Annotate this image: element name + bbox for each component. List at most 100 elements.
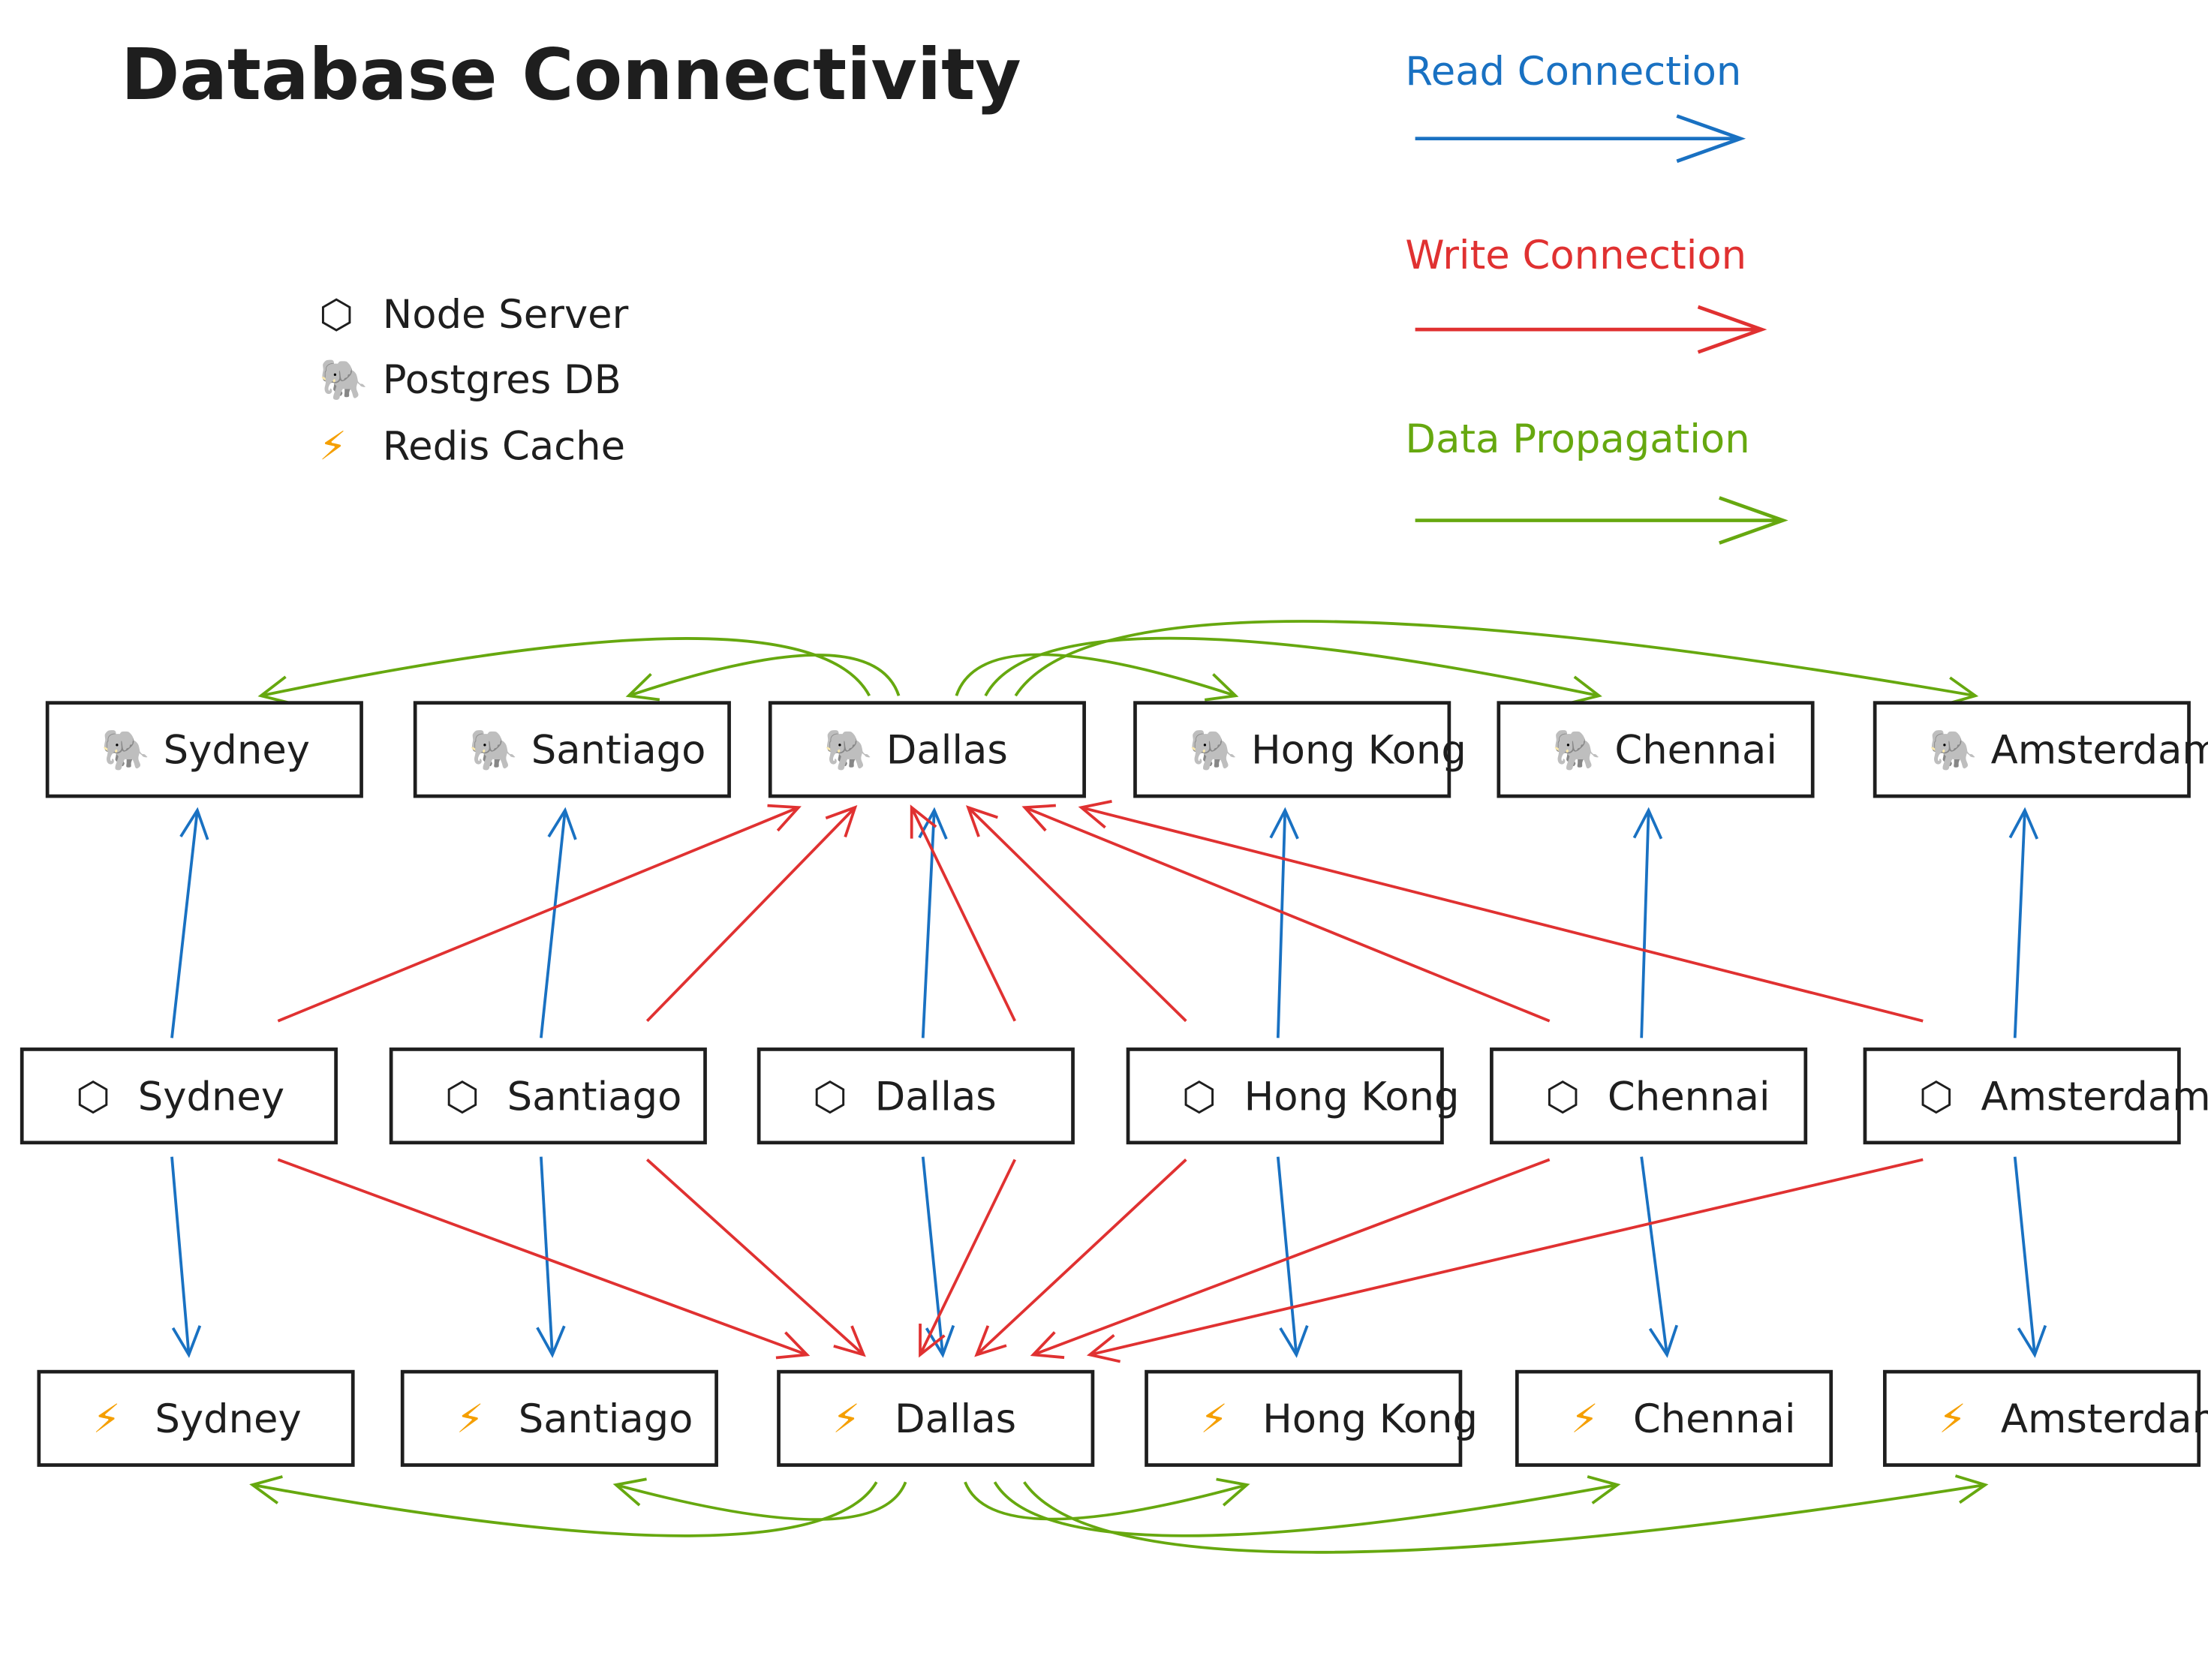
box-label: Amsterdam [2001, 1396, 2208, 1442]
read-arrow-amsterdam-to-cache-amsterdam [2013, 1156, 2047, 1358]
hexagon-icon: ⬡ [1919, 1074, 1954, 1119]
cache-box-amsterdam[interactable]: ⚡Amsterdam [1882, 1369, 2208, 1467]
write-arrow-amsterdam-to-cache-dallas [1086, 1158, 1924, 1363]
arrow-line [277, 806, 799, 1023]
arrow-head [1269, 807, 1299, 840]
arrow-head [974, 1325, 1007, 1357]
arrow-line [1033, 1158, 1551, 1357]
box-label: Santiago [519, 1396, 693, 1442]
server-boxes: 🐘Sydney🐘Santiago🐘Dallas🐘Hong Kong🐘Chenna… [20, 701, 2208, 1467]
arrow-line [277, 1158, 808, 1357]
cache-box-santiago[interactable]: ⚡Santiago [400, 1369, 718, 1467]
arrow-head [825, 805, 858, 838]
arrow-line [910, 807, 1016, 1022]
node-box-dallas[interactable]: ⬡Dallas [757, 1047, 1075, 1145]
arrow-head [1632, 807, 1663, 840]
elephant-icon: 🐘 [1189, 728, 1238, 774]
arrow-head [625, 672, 660, 702]
node-box-amsterdam[interactable]: ⬡ Amsterdam [1863, 1047, 2208, 1145]
cache-box-sydney[interactable]: ⚡Sydney [37, 1369, 355, 1467]
db-box-dallas[interactable]: 🐘Dallas [768, 701, 1086, 798]
write-arrow-dallas-to-db-dallas [910, 804, 1016, 1022]
box-frame [1490, 1047, 1808, 1145]
legend-read-label: Read Connection [1405, 49, 1741, 95]
db-box-chennai[interactable]: 🐘Chennai [1497, 701, 1815, 798]
arrow-line [2013, 810, 2026, 1038]
node-box-sydney[interactable]: ⬡Sydney [20, 1047, 338, 1145]
node-box-hong-kong[interactable]: ⬡ Hong Kong [1126, 1047, 1460, 1145]
cache-box-dallas[interactable]: ⚡Dallas [777, 1369, 1095, 1467]
box-frame [1873, 701, 2191, 798]
write-arrow-chennai-to-db-dallas [1021, 804, 1551, 1023]
db-box-amsterdam[interactable]: 🐘Amsterdam [1873, 701, 2208, 798]
write-arrow-sydney-to-cache-dallas [277, 1158, 811, 1360]
arrow-head [547, 807, 577, 840]
arrow-line [1640, 1156, 1668, 1355]
hexagon-icon: ⬡ [445, 1074, 480, 1119]
arrow-head [1216, 1477, 1250, 1507]
propagation-arrow-dallas-to-cache-amsterdam [1023, 1474, 1989, 1554]
box-frame [1133, 701, 1451, 798]
arrow-line [1089, 1158, 1924, 1357]
legend-write-label: Write Connection [1405, 233, 1746, 278]
cache-box-hong-kong[interactable]: ⚡ Hong Kong [1145, 1369, 1478, 1467]
db-box-sydney[interactable]: 🐘Sydney [45, 701, 363, 798]
box-label: Sydney [155, 1396, 301, 1442]
write-arrow-sydney-to-db-dallas [277, 804, 802, 1023]
arrow-line [260, 637, 871, 698]
db-box-santiago[interactable]: 🐘Santiago [413, 701, 731, 798]
cache-box-chennai[interactable]: ⚡Chennai [1515, 1369, 1833, 1467]
box-frame [37, 1369, 355, 1467]
box-label: Chennai [1614, 728, 1777, 774]
arrow-head [1086, 1333, 1121, 1363]
node-box-santiago[interactable]: ⬡ Santiago [389, 1047, 707, 1145]
arrow-head [965, 805, 998, 837]
page-title: Database Connectivity [121, 35, 1021, 116]
arrow-line [1023, 1481, 1986, 1554]
arrow-head [249, 1475, 283, 1504]
box-frame [1882, 1369, 2201, 1467]
arrow-line [955, 653, 1236, 698]
arrow-head [536, 1325, 566, 1358]
box-frame [777, 1369, 1095, 1467]
write-arrow-hong-kong-to-db-dallas [965, 805, 1187, 1023]
box-label: Amsterdam [1991, 728, 2208, 774]
arrow-head [2008, 807, 2039, 840]
arrow-line [1640, 810, 1650, 1038]
arrow-line [252, 1481, 878, 1537]
node-box-chennai[interactable]: ⬡Chennai [1490, 1047, 1808, 1145]
box-label: Santiago [507, 1074, 682, 1119]
write-arrow-chennai-to-cache-dallas [1030, 1158, 1551, 1360]
box-frame [20, 1047, 338, 1145]
elephant-icon: 🐘 [101, 728, 151, 774]
box-frame [413, 701, 731, 798]
read-arrow-chennai-to-cache-chennai [1640, 1156, 1679, 1358]
write-arrow-santiago-to-cache-dallas [645, 1159, 866, 1357]
arrow-line [1014, 620, 1976, 698]
box-label: Hong Kong [1244, 1074, 1460, 1119]
arrow-head [833, 1325, 866, 1357]
lightning-icon: ⚡ [1200, 1396, 1228, 1442]
arrow-head [918, 807, 948, 840]
box-frame [45, 701, 363, 798]
hexagon-icon: ⬡ [76, 1074, 110, 1119]
icon-legend: ⬡ Node Server 🐘 Postgres DB ⚡ Redis Cach… [319, 292, 629, 469]
arrow-head [1587, 1475, 1621, 1504]
arrow-head [1279, 1325, 1309, 1358]
db-box-hong-kong[interactable]: 🐘Hong Kong [1133, 701, 1466, 798]
arrow-line [170, 810, 199, 1038]
arrow-head [910, 804, 937, 839]
arrow-line [1024, 806, 1551, 1023]
box-frame [757, 1047, 1075, 1145]
hexagon-icon: ⬡ [1182, 1074, 1217, 1119]
read-arrow-amsterdam-to-db-amsterdam [2008, 807, 2039, 1038]
box-label: Amsterdam [1981, 1074, 2208, 1119]
box-frame [1126, 1047, 1444, 1145]
box-label: Hong Kong [1262, 1396, 1478, 1442]
elephant-icon: 🐘 [319, 357, 369, 403]
write-arrow-santiago-to-db-dallas [645, 805, 858, 1023]
read-arrow-hong-kong-to-cache-hong-kong [1276, 1156, 1309, 1358]
box-frame [768, 701, 1086, 798]
arrow-line [964, 1481, 1247, 1521]
arrow-head [257, 675, 292, 705]
